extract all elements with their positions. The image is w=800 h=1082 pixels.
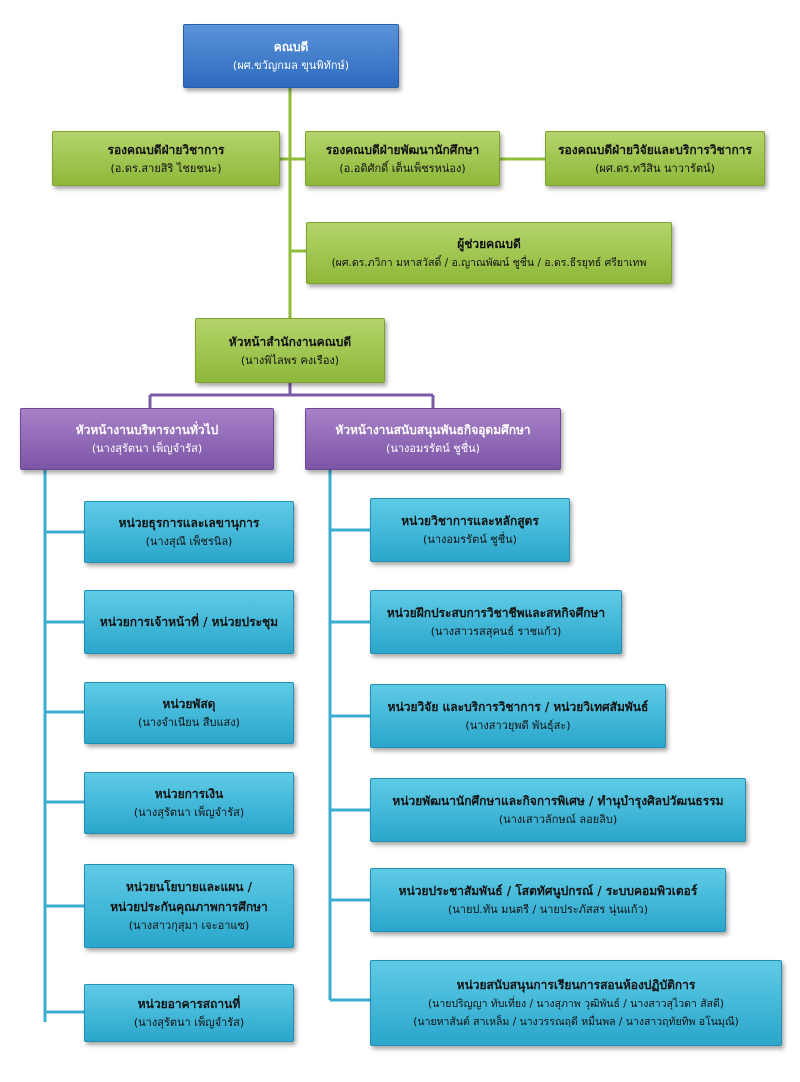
office-head-title: หัวหน้าสำนักงานคณบดี xyxy=(228,334,352,349)
vice-dean-research-name: (ผศ.ดร.ทวีสิน นาวารัตน์) xyxy=(595,161,715,175)
unit-personnel-box: หน่วยการเจ้าหน้าที่ / หน่วยประชุม xyxy=(84,590,294,654)
general-admin-head-title: หัวหน้างานบริหารงานทั่วไป xyxy=(75,423,219,437)
unit-curriculum-box: หน่วยวิชาการและหลักสูตร (นางอมรรัตน์ ชูช… xyxy=(370,498,570,562)
unit-label: หน่วยพัฒนานักศึกษาและกิจการพิเศษ / ทำนุบ… xyxy=(392,794,724,808)
academic-support-head-title: หัวหน้างานสนับสนุนพันธกิจอุดมศึกษา xyxy=(335,423,531,437)
office-head-name: (นางพิไลพร คงเรือง) xyxy=(240,353,340,367)
unit-student-affairs-box: หน่วยพัฒนานักศึกษาและกิจการพิเศษ / ทำนุบ… xyxy=(370,778,746,842)
dean-name: (ผศ.ขวัญกมล ขุนพิทักษ์) xyxy=(232,59,350,72)
unit-label: หน่วยวิชาการและหลักสูตร xyxy=(401,514,539,528)
unit-label: หน่วยการเงิน xyxy=(154,787,224,801)
unit-buildings-box: หน่วยอาคารสถานที่ (นางสุรัตนา เพ็ญจำรัส) xyxy=(84,984,294,1042)
unit-research-box: หน่วยวิจัย และบริการวิชาการ / หน่วยวิเทศ… xyxy=(370,684,666,748)
vice-dean-student-name: (อ.อดิศักดิ์ เต็นเพ็ชรหน่อง) xyxy=(339,161,466,175)
vice-dean-student-title: รองคณบดีฝ่ายพัฒนานักศึกษา xyxy=(325,142,480,157)
unit-label: หน่วยพัสดุ xyxy=(162,697,216,711)
unit-label: หน่วยนโยบายและแผน / xyxy=(125,880,252,894)
assistant-dean-title: ผู้ช่วยคณบดี xyxy=(457,237,521,251)
vice-dean-research-box: รองคณบดีฝ่ายวิจัยและบริการวิชาการ (ผศ.ดร… xyxy=(545,131,765,186)
unit-finance-box: หน่วยการเงิน (นางสุรัตนา เพ็ญจำรัส) xyxy=(84,772,294,834)
unit-secretariat-box: หน่วยธุรการและเลขานุการ (นางสุณี เพ็ชรนิ… xyxy=(84,501,294,563)
vice-dean-student-box: รองคณบดีฝ่ายพัฒนานักศึกษา (อ.อดิศักดิ์ เ… xyxy=(305,131,500,186)
unit-label: หน่วยธุรการและเลขานุการ xyxy=(118,516,260,530)
unit-label: หน่วยฝึกประสบการวิชาชีพและสหกิจศึกษา xyxy=(386,606,606,620)
dean-box: คณบดี (ผศ.ขวัญกมล ขุนพิทักษ์) xyxy=(183,24,399,88)
unit-staff: (นางเสาวลักษณ์ ลอยลิบ) xyxy=(498,813,618,826)
unit-label: หน่วยการเจ้าหน้าที่ / หน่วยประชุม xyxy=(99,615,279,629)
unit-staff-line-2: (นายหาสันต์ สาเหล็ม / นางวรรณฤดี หมื่นพล… xyxy=(413,1016,739,1028)
unit-staff: (นางสุณี เพ็ชรนิล) xyxy=(145,535,233,548)
unit-staff-line-1: (นายปริญญา ทับเที่ยง / นางสุภาพ วุฒิพันธ… xyxy=(428,998,724,1010)
general-admin-head-name: (นางสุรัตนา เพ็ญจำรัส) xyxy=(91,442,203,455)
unit-staff: (นางอมรรัตน์ ชูชื่น) xyxy=(423,533,517,546)
unit-staff: (นางสุรัตนา เพ็ญจำรัส) xyxy=(133,1016,245,1029)
academic-support-head-box: หัวหน้างานสนับสนุนพันธกิจอุดมศึกษา (นางอ… xyxy=(305,408,561,470)
vice-dean-academic-name: (อ.ดร.สายสิริ ไชยชนะ) xyxy=(110,161,222,175)
unit-staff: (นางสุรัตนา เพ็ญจำรัส) xyxy=(133,806,245,819)
assistant-dean-name: (ผศ.ดร.ภวิกา มหาสวัสดิ์ / อ.ญาณพัฒน์ ชูช… xyxy=(331,257,647,269)
unit-label: หน่วยวิจัย และบริการวิชาการ / หน่วยวิเทศ… xyxy=(387,700,649,714)
unit-staff: (นางสาวรสสุคนธ์ ราชแก้ว) xyxy=(430,625,562,638)
unit-pr-av-it-box: หน่วยประชาสัมพันธ์ / โสตทัศนูปกรณ์ / ระบ… xyxy=(370,868,726,932)
vice-dean-academic-box: รองคณบดีฝ่ายวิชาการ (อ.ดร.สายสิริ ไชยชนะ… xyxy=(52,131,280,186)
unit-label: หน่วยสนับสนุนการเรียนการสอนห้องปฏิบัติกา… xyxy=(456,978,696,992)
unit-staff: (นางจำเนียน สืบแสง) xyxy=(138,716,240,729)
general-admin-head-box: หัวหน้างานบริหารงานทั่วไป (นางสุรัตนา เพ… xyxy=(20,408,274,470)
office-head-box: หัวหน้าสำนักงานคณบดี (นางพิไลพร คงเรือง) xyxy=(195,318,385,383)
academic-support-head-name: (นางอมรรัตน์ ชูชื่น) xyxy=(386,442,480,455)
unit-label: หน่วยประชาสัมพันธ์ / โสตทัศนูปกรณ์ / ระบ… xyxy=(398,884,698,898)
unit-supplies-box: หน่วยพัสดุ (นางจำเนียน สืบแสง) xyxy=(84,682,294,744)
unit-planning-box: หน่วยนโยบายและแผน / หน่วยประกันคุณภาพการ… xyxy=(84,864,294,948)
vice-dean-academic-title: รองคณบดีฝ่ายวิชาการ xyxy=(107,142,225,157)
assistant-dean-box: ผู้ช่วยคณบดี (ผศ.ดร.ภวิกา มหาสวัสดิ์ / อ… xyxy=(306,222,672,284)
unit-label-2: หน่วยประกันคุณภาพการศึกษา xyxy=(110,900,268,914)
unit-staff: (นางสาวกุสุมา เจะอาแซ) xyxy=(128,919,250,932)
unit-staff: (นางสาวยุพดี พันธุ์สะ) xyxy=(465,719,571,732)
dean-title: คณบดี xyxy=(273,40,309,54)
unit-label: หน่วยอาคารสถานที่ xyxy=(137,997,241,1011)
vice-dean-research-title: รองคณบดีฝ่ายวิจัยและบริการวิชาการ xyxy=(558,142,752,157)
unit-internship-box: หน่วยฝึกประสบการวิชาชีพและสหกิจศึกษา (นา… xyxy=(370,590,622,654)
unit-lab-support-box: หน่วยสนับสนุนการเรียนการสอนห้องปฏิบัติกา… xyxy=(370,960,782,1046)
unit-staff: (นายป.ทัน มนตรี / นายประภัสสร นุ่นแก้ว) xyxy=(448,903,648,916)
